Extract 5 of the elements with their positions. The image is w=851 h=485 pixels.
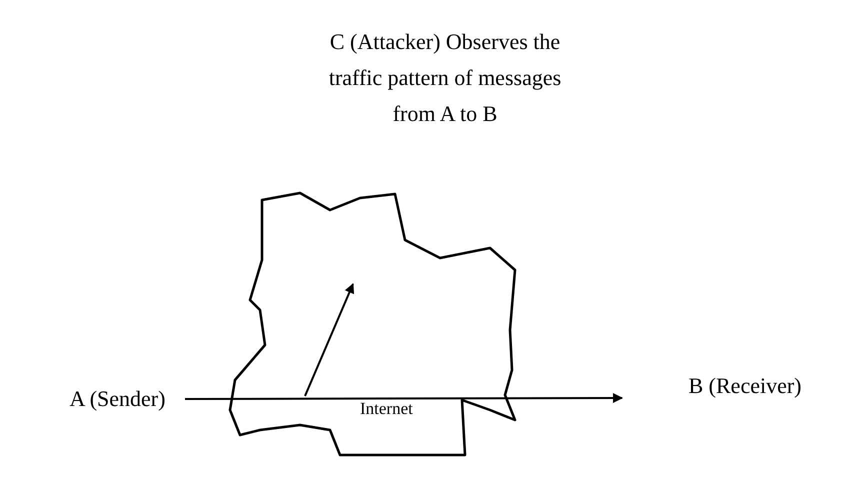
arrow — [185, 393, 623, 404]
node-label: B (Receiver) — [688, 372, 802, 400]
annotation-text: C (Attacker) Observes the traffic pattern of messages from A to B — [328, 28, 562, 128]
node-label: A (Sender) — [70, 385, 166, 413]
cloud-label: Internet — [360, 398, 413, 420]
